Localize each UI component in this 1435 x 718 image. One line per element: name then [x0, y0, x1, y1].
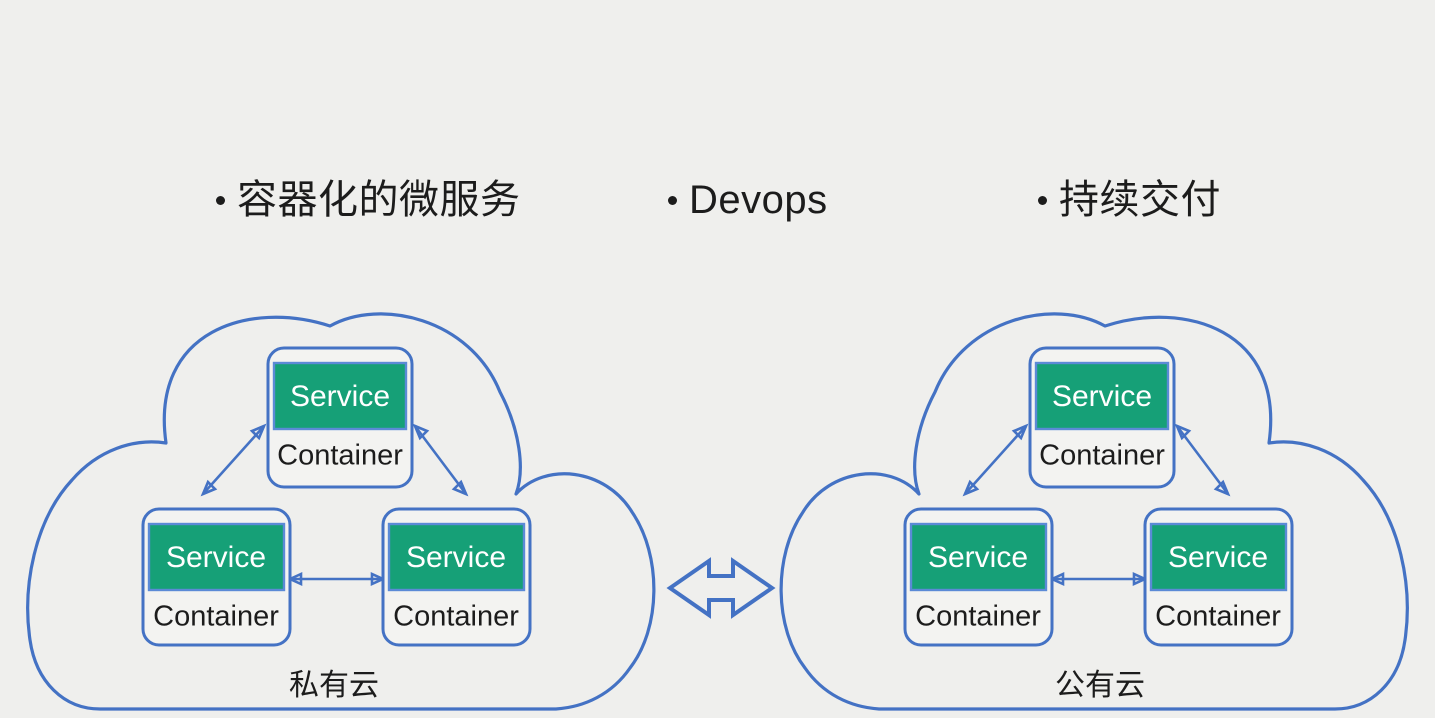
bullet-dot-icon	[1038, 195, 1047, 205]
service-box	[1034, 361, 1170, 431]
link-bottom-left-to-bottom-right-public	[1048, 571, 1149, 587]
service-label: Service	[928, 541, 1028, 574]
service-label: Service	[1052, 380, 1152, 413]
bullet-dot-icon	[668, 195, 677, 205]
bullet-item-continuous-delivery: 持续交付	[1038, 180, 1221, 220]
cloud-label-private: 私有云	[289, 669, 379, 702]
node-bottom-right-private[interactable]: Service Container	[381, 507, 532, 647]
container-label: Container	[915, 601, 1041, 633]
service-label: Service	[290, 380, 390, 413]
node-top-private[interactable]: Service Container	[266, 346, 414, 489]
service-label: Service	[166, 541, 266, 574]
bullet-item-devops: Devops	[668, 180, 828, 220]
service-label: Service	[1168, 541, 1268, 574]
cloud-private: Service Container Service Container Serv…	[26, 312, 656, 711]
container-label: Container	[393, 601, 519, 633]
cloud-public: Service Container Service Container Serv…	[779, 312, 1409, 711]
node-top-public[interactable]: Service Container	[1028, 346, 1176, 489]
container-label: Container	[153, 601, 279, 633]
service-label: Service	[406, 541, 506, 574]
bullet-dot-icon	[216, 195, 225, 205]
link-top-to-bottom-right-private	[412, 423, 469, 497]
bullet-list: 容器化的微服务 Devops 持续交付	[0, 176, 1435, 240]
bullet-label: 容器化的微服务	[237, 178, 521, 222]
container-label: Container	[1155, 601, 1281, 633]
cloud-outline-private	[26, 312, 656, 711]
link-top-to-bottom-left-public	[962, 423, 1029, 497]
container-label: Container	[277, 440, 403, 472]
node-bottom-left-private[interactable]: Service Container	[141, 507, 292, 647]
link-bottom-left-to-bottom-right-private	[286, 571, 387, 587]
service-box	[147, 522, 286, 592]
bullet-label: 持续交付	[1059, 178, 1221, 222]
node-bottom-right-public[interactable]: Service Container	[1143, 507, 1294, 647]
bullet-label: Devops	[689, 178, 828, 222]
cloud-outline-public	[779, 312, 1409, 711]
cloud-label-public: 公有云	[1055, 669, 1145, 702]
node-bottom-left-public[interactable]: Service Container	[903, 507, 1054, 647]
bullet-item-containerized-microservices: 容器化的微服务	[216, 180, 521, 220]
link-top-to-bottom-left-private	[200, 423, 267, 497]
service-box	[1149, 522, 1288, 592]
link-top-to-bottom-right-public	[1174, 423, 1231, 497]
container-label: Container	[1039, 440, 1165, 472]
double-arrow-icon[interactable]	[666, 557, 776, 619]
service-box	[909, 522, 1048, 592]
service-box	[272, 361, 408, 431]
service-box	[387, 522, 526, 592]
